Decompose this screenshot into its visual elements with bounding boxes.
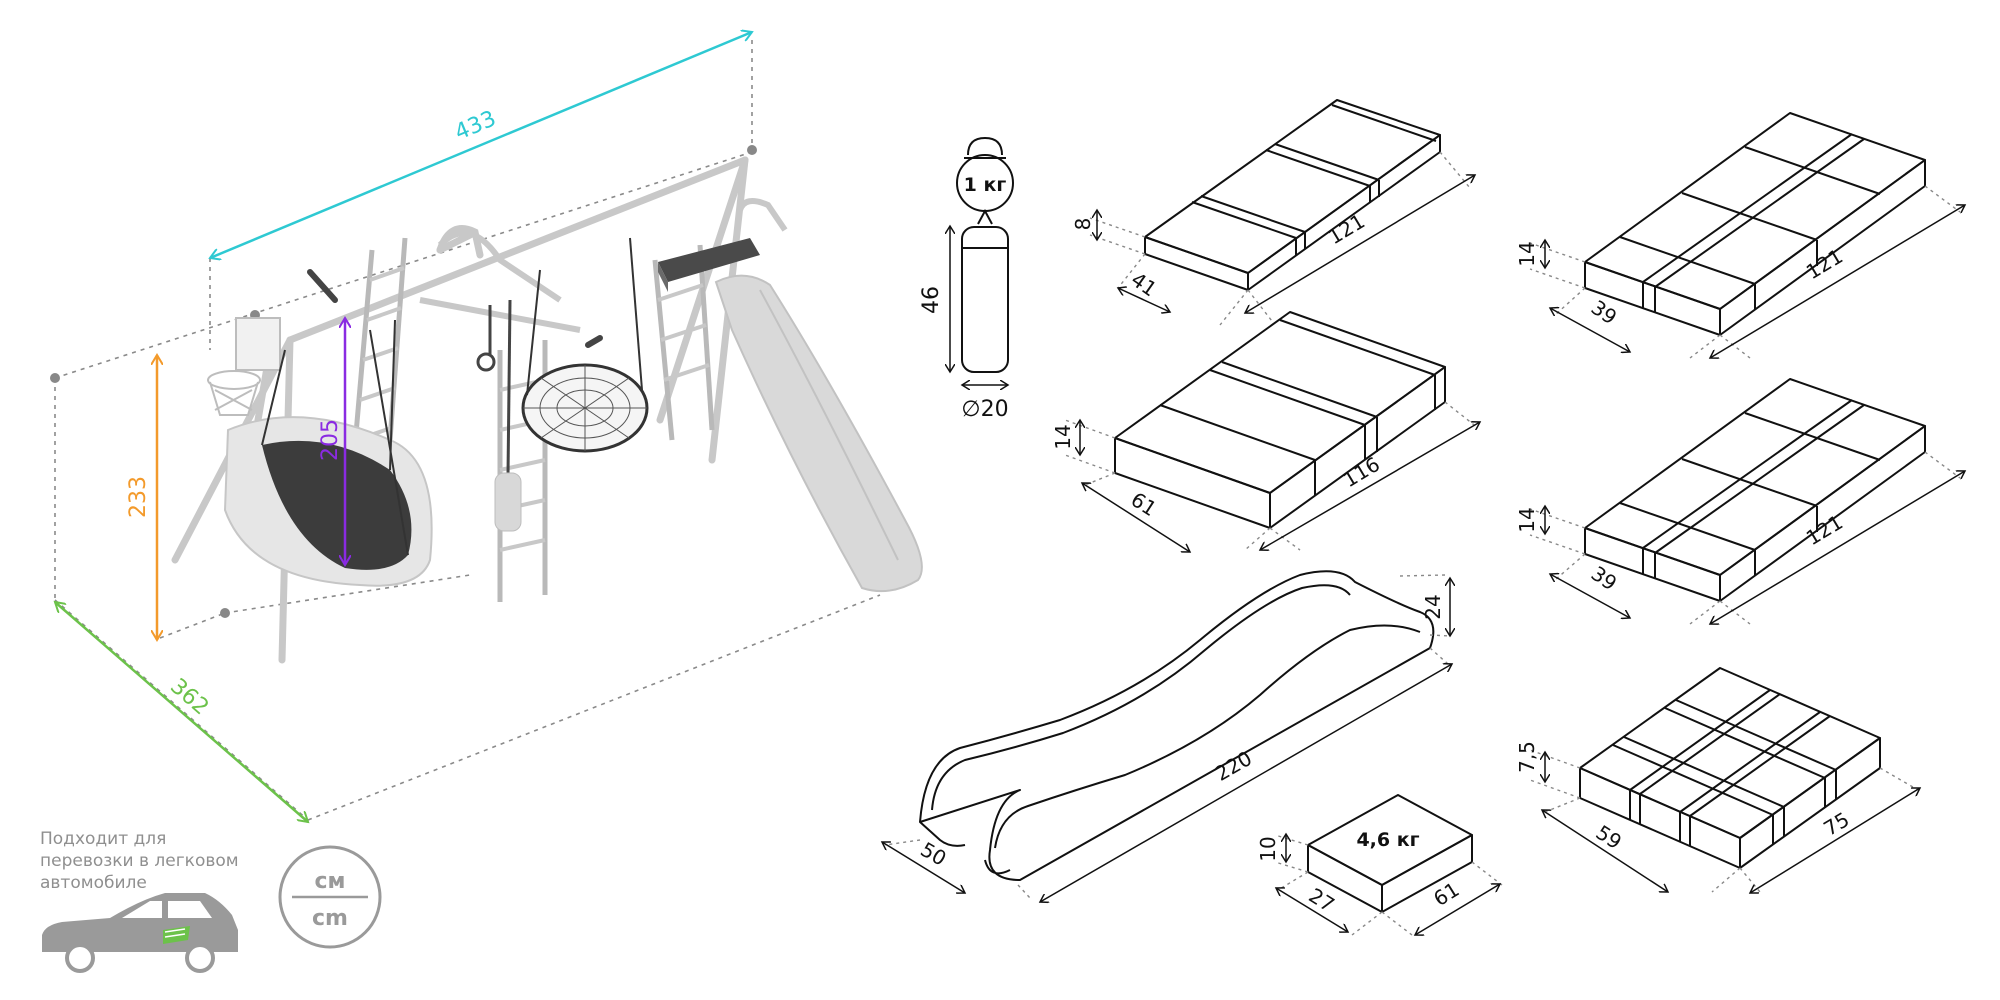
kettlebell-weight-label: 1 кг <box>964 174 1007 196</box>
box-3-length: 116 <box>1339 452 1384 492</box>
unit-bottom-label: cm <box>312 906 348 931</box>
small-box-weight: 4,6 кг <box>1356 829 1419 851</box>
height-label: 233 <box>126 476 151 518</box>
box-1 <box>1144 99 1441 291</box>
small-box-width: 27 <box>1305 883 1339 917</box>
height-dimension: 233 <box>126 355 157 640</box>
box-2-width: 39 <box>1587 295 1622 329</box>
bag-diameter-label: ∅20 <box>961 397 1008 422</box>
box-4-height: 14 <box>1515 507 1539 532</box>
transport-caption: Подходит для перевозки в легковом автомо… <box>40 829 239 893</box>
swing-height-dimension: 205 <box>318 318 345 565</box>
depth-label: 362 <box>165 674 213 720</box>
box-2-length: 121 <box>1802 244 1847 284</box>
small-box-height: 10 <box>1256 836 1280 861</box>
box-1-width: 41 <box>1127 267 1162 301</box>
box-5-width: 59 <box>1592 820 1626 854</box>
box-5-length: 75 <box>1819 807 1853 841</box>
units-badge: см cm <box>278 845 382 949</box>
punching-bag-icon <box>961 208 1009 373</box>
box-5-height: 7,5 <box>1515 741 1539 773</box>
car-icon <box>42 893 238 973</box>
slide-height: 24 <box>1421 594 1445 619</box>
swing-height-label: 205 <box>318 419 343 461</box>
width-dimension: 433 <box>210 32 752 258</box>
box-3-height: 14 <box>1051 424 1075 449</box>
box-3-width: 61 <box>1127 487 1161 521</box>
box-2-height: 14 <box>1515 241 1539 266</box>
box-4 <box>1584 378 1926 602</box>
box-3 <box>1114 311 1446 529</box>
box-4-length: 121 <box>1802 510 1847 550</box>
box-2 <box>1584 112 1926 336</box>
depth-dimension: 362 <box>55 602 308 822</box>
box-4-width: 39 <box>1587 561 1622 595</box>
box-1-height: 8 <box>1071 218 1095 231</box>
bag-height-label: 46 <box>919 286 944 314</box>
unit-top-label: см <box>314 869 345 894</box>
